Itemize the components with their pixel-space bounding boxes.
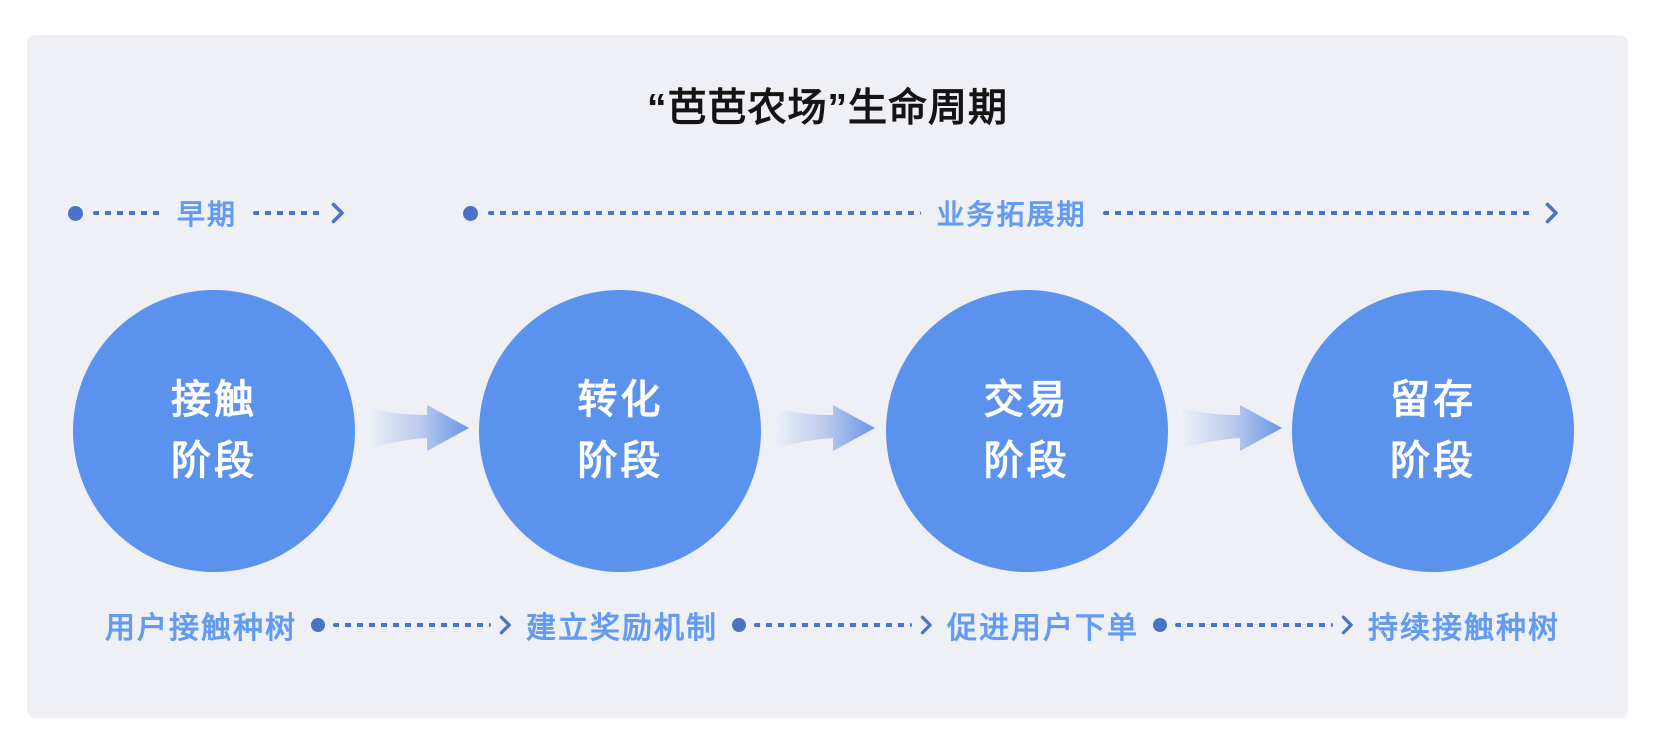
arrowhead-icon [920, 615, 932, 635]
stage-label: 转化 [577, 378, 664, 422]
dashed-line [333, 623, 491, 627]
stage-label: 交易 [983, 378, 1070, 422]
dashed-line [253, 211, 322, 215]
stage-label: 阶段 [1389, 439, 1476, 483]
stage-circle-retention: 留存 阶段 [1291, 290, 1574, 572]
stage-label: 接触 [171, 378, 257, 422]
step-connector [1153, 615, 1354, 635]
lifecycle-diagram-card: “芭芭农场”生命周期 早期 业务拓展期 接触 阶段 [27, 35, 1628, 718]
flow-arrow [1168, 386, 1292, 470]
arrowhead-icon [1341, 615, 1353, 635]
stage-label: 阶段 [171, 439, 257, 483]
step-label-promote-orders: 促进用户下单 [947, 612, 1139, 645]
phase-timeline: 早期 业务拓展期 [27, 191, 1628, 235]
flow-arrow-icon [769, 405, 876, 451]
phase-segment-early: 早期 [68, 191, 345, 235]
flow-arrow-icon [363, 405, 470, 451]
dashed-line [754, 623, 912, 627]
dashed-line [1102, 211, 1536, 215]
stage-circle-transaction: 交易 阶段 [885, 290, 1168, 572]
dashed-line [488, 211, 921, 215]
timeline-dot-icon [68, 205, 83, 221]
dashed-line [1175, 623, 1333, 627]
arrowhead-icon [499, 615, 511, 635]
stage-label: 阶段 [983, 439, 1070, 483]
step-label-reward-mechanism: 建立奖励机制 [526, 612, 718, 645]
phase-segment-expansion: 业务拓展期 [463, 191, 1559, 235]
timeline-dot-icon [463, 205, 478, 221]
flow-arrow [761, 386, 885, 470]
step-label-continuous-touch: 持续接触种树 [1368, 612, 1560, 645]
dashed-line [93, 211, 161, 215]
arrowhead-icon [331, 202, 344, 224]
phase-expansion-label: 业务拓展期 [936, 199, 1087, 230]
step-connector [732, 615, 933, 635]
stage-circle-contact: 接触 阶段 [73, 290, 355, 572]
steps-row: 用户接触种树 建立奖励机制 促进用户下单 持续接触种树 [105, 603, 1560, 647]
stage-circle-conversion: 转化 阶段 [479, 290, 762, 572]
stage-label: 阶段 [577, 439, 664, 483]
phase-early-label: 早期 [177, 199, 238, 230]
step-label-touch-trees: 用户接触种树 [105, 612, 297, 645]
flow-arrow-icon [1175, 405, 1282, 451]
arrowhead-icon [1545, 202, 1558, 224]
stage-label: 留存 [1389, 378, 1476, 422]
step-connector [311, 615, 512, 635]
diagram-title: “芭芭农场”生命周期 [646, 87, 1008, 130]
step-dot-icon [732, 618, 746, 632]
flow-arrow [355, 386, 479, 470]
step-dot-icon [311, 618, 325, 632]
step-dot-icon [1153, 618, 1167, 632]
stages-row: 接触 阶段 转化 阶段 交易 阶段 留存 阶段 [27, 290, 1628, 572]
